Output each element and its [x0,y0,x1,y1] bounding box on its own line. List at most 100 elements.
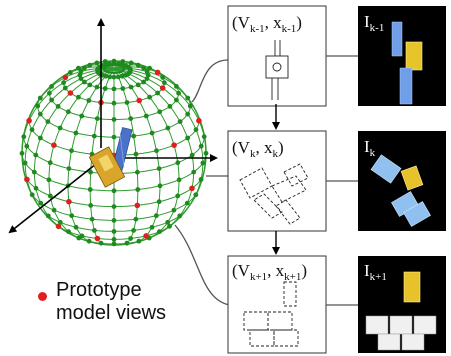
view-point [55,104,61,109]
view-point [35,103,41,109]
sphere-pole-ring [103,64,125,74]
view-point [131,133,137,139]
view-point [167,104,173,109]
view-point [160,75,166,80]
view-point [69,148,74,154]
view-point [198,177,204,182]
image-frame-k-plus-1 [358,256,446,353]
view-point [111,237,117,242]
view-point [156,199,162,205]
view-point [198,143,204,149]
legend-line-1: Prototype [56,279,142,301]
prototype-view-point [51,142,57,148]
view-point [21,134,27,140]
view-point [111,218,117,223]
prototype-view-point [143,233,149,239]
view-point [135,82,141,88]
view-point [157,109,163,115]
view-point [61,80,66,86]
view-point [174,84,179,89]
view-point [157,183,163,189]
view-point [82,79,87,85]
image-connectors [326,55,358,306]
view-point [94,60,100,66]
view-point [147,94,153,100]
view-point [111,117,117,122]
view-point [175,160,181,166]
view-point [107,74,113,80]
image-label-k-minus-1: Ik-1 [364,12,384,34]
view-point [66,166,72,172]
view-point [78,76,84,81]
view-point [94,116,100,121]
view-point [111,100,117,106]
image-frame-k [358,131,446,231]
view-point [38,135,43,141]
view-point [46,177,52,183]
view-point [185,111,191,117]
prototype-view-point [62,74,69,81]
view-point [124,100,130,105]
view-point [73,224,79,230]
legend-line-2: model views [56,302,167,324]
image-label-k: Ik [364,137,376,159]
view-point [73,130,79,136]
view-point [29,192,35,198]
prototype-view-point [171,142,177,148]
prototype-view-point [196,117,202,124]
view-point [47,90,52,96]
view-point [184,200,190,206]
view-point [31,169,37,175]
view-point [45,119,51,124]
view-point [135,62,141,68]
view-point [87,82,93,88]
satellite-model [88,127,133,188]
view-point [102,86,108,91]
view-point [69,213,75,219]
view-point [155,90,161,96]
view-point [33,185,39,191]
image-frame-k-minus-1 [358,6,446,106]
view-point [22,160,28,166]
view-point [87,187,93,192]
prototype-view-point [55,223,62,230]
view-point [187,103,193,109]
view-point [79,113,85,119]
view-point [165,219,171,225]
view-point [157,229,162,235]
prototype-view-point [154,69,161,76]
prototype-view-point [26,117,32,124]
view-point [86,98,92,103]
view-point [92,228,97,233]
view-point [94,84,100,90]
view-point [185,135,191,141]
view-point [82,65,87,71]
view-point [24,143,30,149]
view-sphere [19,58,209,247]
view-point [111,74,117,80]
legend-label: Prototype model views [56,279,166,325]
view-point [115,74,121,80]
view-point [88,203,94,208]
view-point [189,152,195,158]
view-point [177,213,183,219]
state-label-k-minus-1: (Vk-1, xk-1) [232,13,302,35]
view-point [128,84,134,90]
view-point [68,70,73,75]
view-point [153,213,159,219]
view-point [167,223,172,229]
view-point [79,233,85,239]
view-point [176,177,182,183]
view-point [66,229,71,235]
prototype-view-point [136,97,142,104]
view-point [175,193,181,199]
wireframe-render-k-plus-1 [243,281,299,347]
view-point [149,130,155,136]
view-point [201,134,207,140]
axis-y [8,159,102,234]
view-point [29,127,35,133]
view-point [203,150,209,156]
image-label-k-plus-1: Ik+1 [364,261,387,283]
wireframe-render-k-minus-1 [265,40,289,100]
prototype-view-marker [38,292,47,301]
